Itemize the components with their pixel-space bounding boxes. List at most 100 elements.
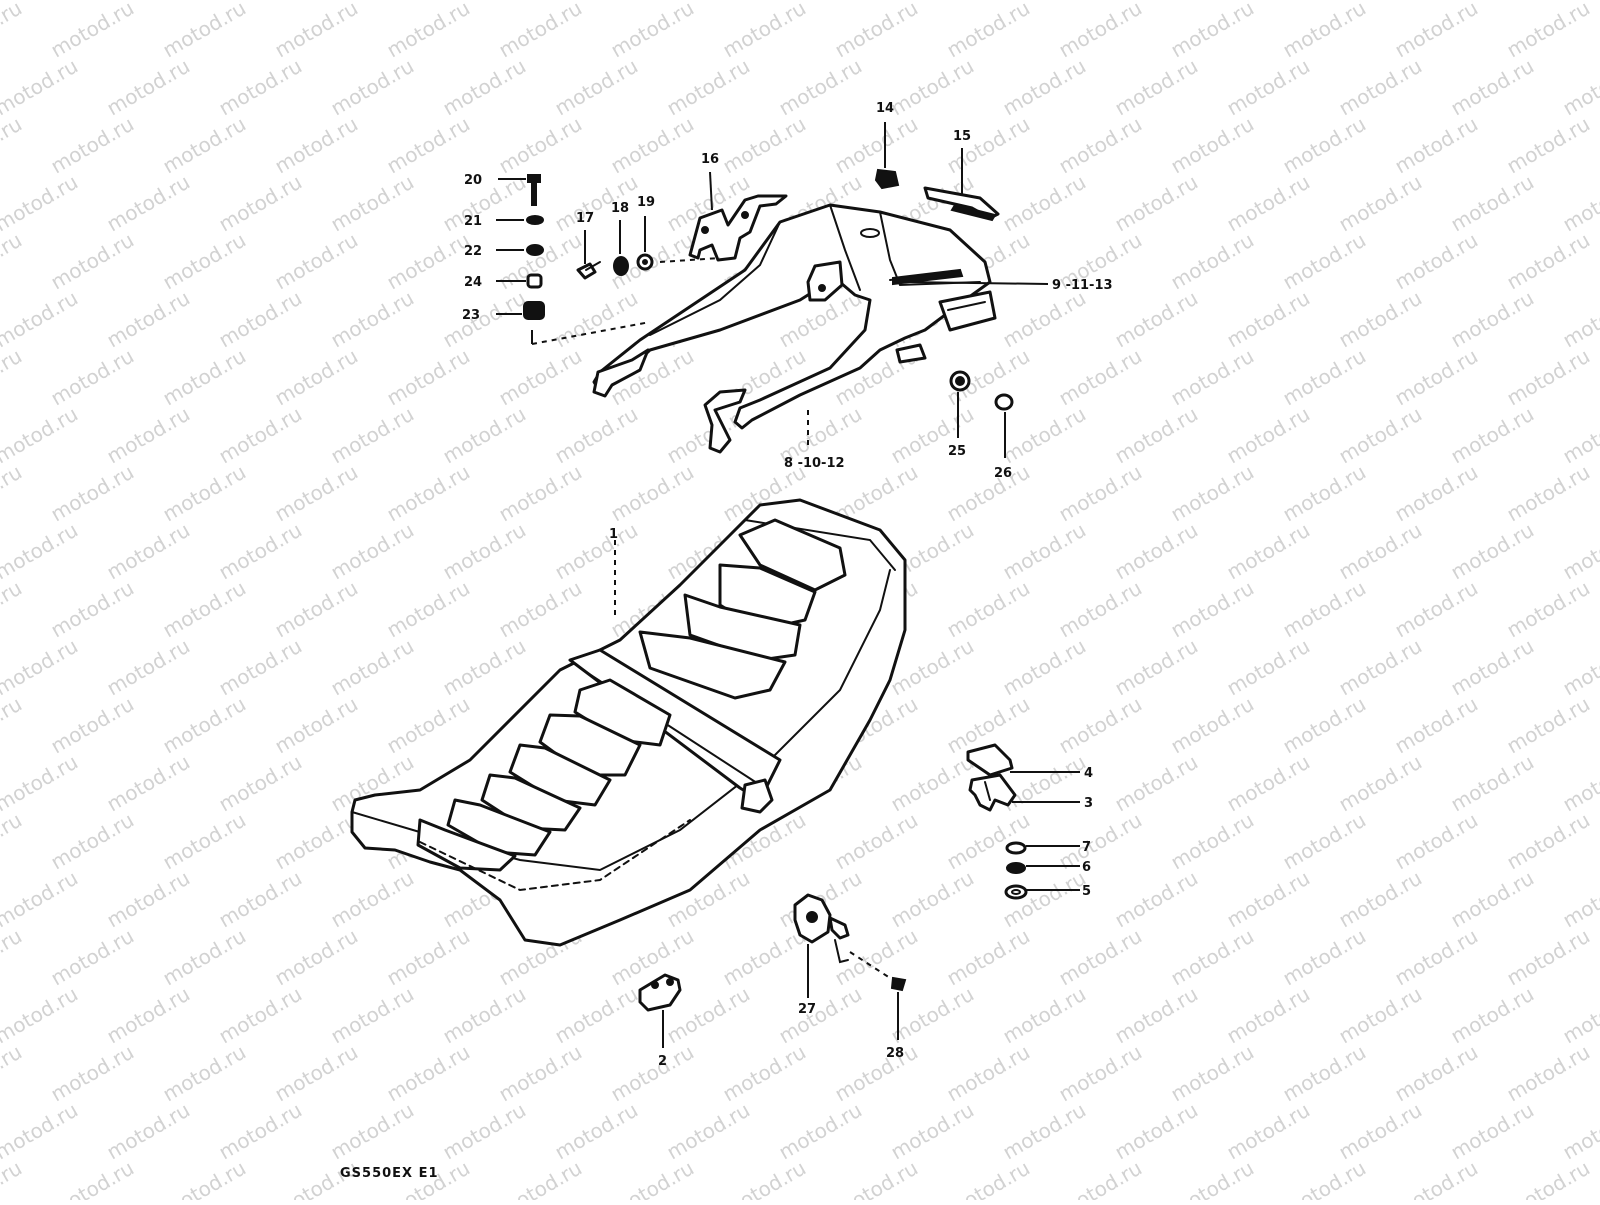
watermark-text: motod.ru <box>103 286 194 353</box>
watermark-text: motod.ru <box>831 1040 922 1107</box>
watermark-text: motod.ru <box>1279 692 1370 759</box>
watermark-text: motod.ru <box>1391 692 1482 759</box>
watermark-text: motod.ru <box>439 982 530 1049</box>
watermark-text: motod.ru <box>1559 518 1600 585</box>
watermark-text: motod.ru <box>1391 112 1482 179</box>
watermark-text: motod.ru <box>0 982 82 1049</box>
watermark-text: motod.ru <box>215 634 306 701</box>
watermark-text: motod.ru <box>271 344 362 411</box>
watermark-text: motod.ru <box>0 1156 26 1200</box>
callout-4: 4 <box>1084 766 1093 781</box>
watermark-text: motod.ru <box>103 866 194 933</box>
watermark-text: motod.ru <box>551 982 642 1049</box>
watermark-text: motod.ru <box>495 1156 586 1200</box>
watermark-text: motod.ru <box>1167 576 1258 643</box>
watermark-text: motod.ru <box>1391 808 1482 875</box>
watermark-text: motod.ru <box>943 1040 1034 1107</box>
watermark-text: motod.ru <box>159 460 250 527</box>
watermark-text: motod.ru <box>1335 982 1426 1049</box>
watermark-text: motod.ru <box>0 170 82 237</box>
watermark-text: motod.ru <box>1391 1156 1482 1200</box>
watermark-text: motod.ru <box>1559 286 1600 353</box>
watermark-text: motod.ru <box>159 228 250 295</box>
watermark-text: motod.ru <box>495 112 586 179</box>
watermark-text: motod.ru <box>1167 692 1258 759</box>
watermark-text: motod.ru <box>215 286 306 353</box>
watermark-text: motod.ru <box>47 1156 138 1200</box>
watermark-text: motod.ru <box>1559 1098 1600 1165</box>
watermark-text: motod.ru <box>1559 402 1600 469</box>
watermark-text: motod.ru <box>999 750 1090 817</box>
watermark-text: motod.ru <box>1279 112 1370 179</box>
watermark-text: motod.ru <box>383 228 474 295</box>
watermark-text: motod.ru <box>1279 344 1370 411</box>
watermark-text: motod.ru <box>943 924 1034 991</box>
watermark-text: motod.ru <box>1055 692 1146 759</box>
watermark-text: motod.ru <box>383 112 474 179</box>
watermark-text: motod.ru <box>663 1098 754 1165</box>
watermark-text: motod.ru <box>327 54 418 121</box>
watermark-text: motod.ru <box>1111 170 1202 237</box>
watermark-text: motod.ru <box>719 112 810 179</box>
callout-6: 6 <box>1082 860 1091 875</box>
watermark-text: motod.ru <box>271 112 362 179</box>
callout-8: 8 -10-12 <box>784 456 845 471</box>
watermark-text: motod.ru <box>1447 750 1538 817</box>
watermark-text: motod.ru <box>1111 286 1202 353</box>
watermark-text: motod.ru <box>271 0 362 62</box>
watermark-text: motod.ru <box>383 460 474 527</box>
watermark-text: motod.ru <box>0 344 26 411</box>
watermark-text: motod.ru <box>1167 0 1258 62</box>
watermark-text: motod.ru <box>47 344 138 411</box>
watermark-text: motod.ru <box>999 54 1090 121</box>
callout-1: 1 <box>609 527 618 542</box>
callout-5: 5 <box>1082 884 1091 899</box>
watermark-text: motod.ru <box>271 460 362 527</box>
watermark-text: motod.ru <box>0 228 26 295</box>
watermark-text: motod.ru <box>1391 576 1482 643</box>
watermark-text: motod.ru <box>1391 228 1482 295</box>
watermark-text: motod.ru <box>943 1156 1034 1200</box>
watermark-text: motod.ru <box>495 0 586 62</box>
watermark-text: motod.ru <box>1503 228 1594 295</box>
callout-14: 14 <box>876 101 894 116</box>
watermark-text: motod.ru <box>271 1040 362 1107</box>
watermark-text: motod.ru <box>831 0 922 62</box>
watermark-text: motod.ru <box>0 54 82 121</box>
watermark-text: motod.ru <box>0 286 82 353</box>
watermark-text: motod.ru <box>1559 170 1600 237</box>
watermark-text: motod.ru <box>719 1040 810 1107</box>
watermark-text: motod.ru <box>1055 576 1146 643</box>
callout-26: 26 <box>994 466 1012 481</box>
watermark-text: motod.ru <box>943 460 1034 527</box>
watermark-text: motod.ru <box>1447 982 1538 1049</box>
watermark-text: motod.ru <box>103 54 194 121</box>
watermark-text: motod.ru <box>1503 112 1594 179</box>
callout-25: 25 <box>948 444 966 459</box>
watermark-text: motod.ru <box>439 286 530 353</box>
callout-17: 17 <box>576 211 594 226</box>
watermark-text: motod.ru <box>1335 1098 1426 1165</box>
watermark-text: motod.ru <box>1223 170 1314 237</box>
watermark-text: motod.ru <box>159 1040 250 1107</box>
watermark-text: motod.ru <box>887 750 978 817</box>
watermark-text: motod.ru <box>439 1098 530 1165</box>
watermark-text: motod.ru <box>1111 982 1202 1049</box>
watermark-text: motod.ru <box>1279 1040 1370 1107</box>
watermark-text: motod.ru <box>383 1040 474 1107</box>
watermark-text: motod.ru <box>1055 112 1146 179</box>
callout-24: 24 <box>464 275 482 290</box>
watermark-text: motod.ru <box>1447 1098 1538 1165</box>
watermark-text: motod.ru <box>1503 460 1594 527</box>
watermark-text: motod.ru <box>1223 402 1314 469</box>
watermark-text: motod.ru <box>1223 518 1314 585</box>
model-code: GS550EX E1 <box>340 1166 439 1181</box>
watermark-text: motod.ru <box>103 402 194 469</box>
watermark-text: motod.ru <box>1111 402 1202 469</box>
watermark-text: motod.ru <box>831 808 922 875</box>
watermark-text: motod.ru <box>1055 1156 1146 1200</box>
watermark-text: motod.ru <box>1335 518 1426 585</box>
watermark-text: motod.ru <box>1503 1156 1594 1200</box>
watermark-text: motod.ru <box>607 112 698 179</box>
